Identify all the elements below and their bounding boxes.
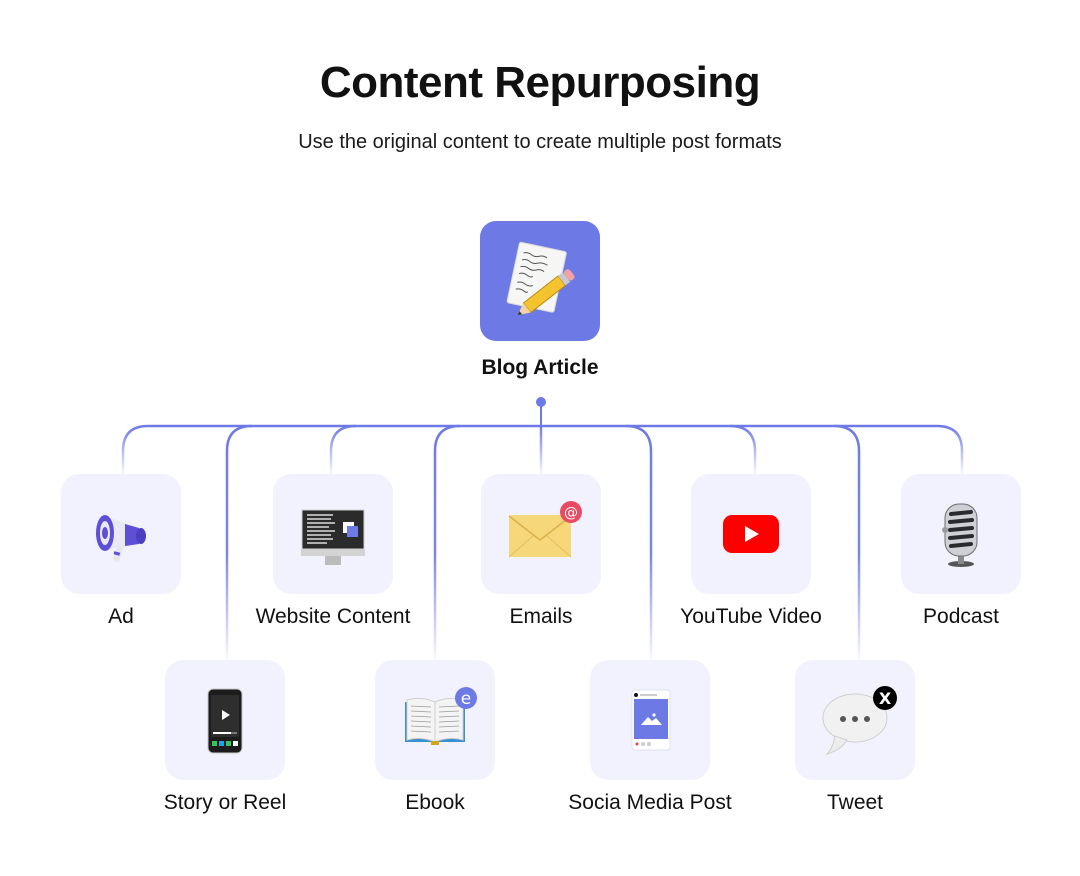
page-title: Content Repurposing bbox=[319, 58, 761, 107]
node-social-media-post[interactable] bbox=[590, 660, 710, 780]
node-label-ad: Ad bbox=[108, 605, 134, 628]
node-label-website-content: Website Content bbox=[255, 605, 411, 628]
connector-website bbox=[329, 424, 357, 474]
connector-tweet bbox=[833, 424, 861, 660]
node-ad[interactable] bbox=[61, 474, 181, 594]
node-podcast[interactable] bbox=[901, 474, 1021, 594]
microphone-icon bbox=[942, 503, 978, 567]
connector-youtube bbox=[729, 424, 757, 474]
megaphone-icon bbox=[96, 515, 146, 562]
x-logo-icon bbox=[873, 686, 897, 710]
connector-podcast bbox=[936, 424, 964, 474]
node-label-youtube-video: YouTube Video bbox=[680, 605, 822, 628]
node-ebook[interactable]: e bbox=[375, 660, 495, 780]
youtube-play-icon bbox=[723, 515, 779, 553]
node-label-tweet: Tweet bbox=[826, 791, 884, 814]
node-label-ebook: Ebook bbox=[405, 791, 465, 814]
open-book-icon: e bbox=[405, 687, 477, 745]
connector-social bbox=[625, 424, 653, 660]
connector-ad bbox=[121, 424, 149, 474]
phone-video-icon bbox=[207, 688, 243, 754]
connector-story bbox=[225, 424, 253, 660]
node-label-social-media-post: Socia Media Post bbox=[568, 791, 732, 814]
memo-pencil-icon bbox=[506, 241, 575, 316]
speech-bubble-icon: X bbox=[822, 686, 897, 756]
root-node-blog-article[interactable] bbox=[480, 221, 600, 341]
node-label-emails: Emails bbox=[509, 605, 573, 628]
svg-text:@: @ bbox=[564, 505, 578, 521]
node-emails[interactable]: @ bbox=[481, 474, 601, 594]
node-website-content[interactable] bbox=[273, 474, 393, 594]
node-youtube-video[interactable] bbox=[691, 474, 811, 594]
social-post-icon bbox=[631, 689, 671, 751]
root-label: Blog Article bbox=[481, 356, 599, 379]
page-subtitle: Use the original content to create multi… bbox=[298, 131, 782, 153]
at-badge-icon bbox=[560, 501, 582, 523]
node-label-podcast: Podcast bbox=[923, 605, 999, 628]
ebook-badge-icon bbox=[455, 687, 477, 709]
svg-text:e: e bbox=[461, 689, 471, 709]
node-story-or-reel[interactable] bbox=[165, 660, 285, 780]
svg-text:X: X bbox=[879, 689, 892, 708]
envelope-icon: @ bbox=[508, 501, 582, 558]
node-label-story-or-reel: Story or Reel bbox=[163, 791, 287, 814]
desktop-monitor-icon bbox=[301, 509, 365, 565]
connector-ebook bbox=[433, 424, 461, 660]
node-tweet[interactable]: X bbox=[795, 660, 915, 780]
